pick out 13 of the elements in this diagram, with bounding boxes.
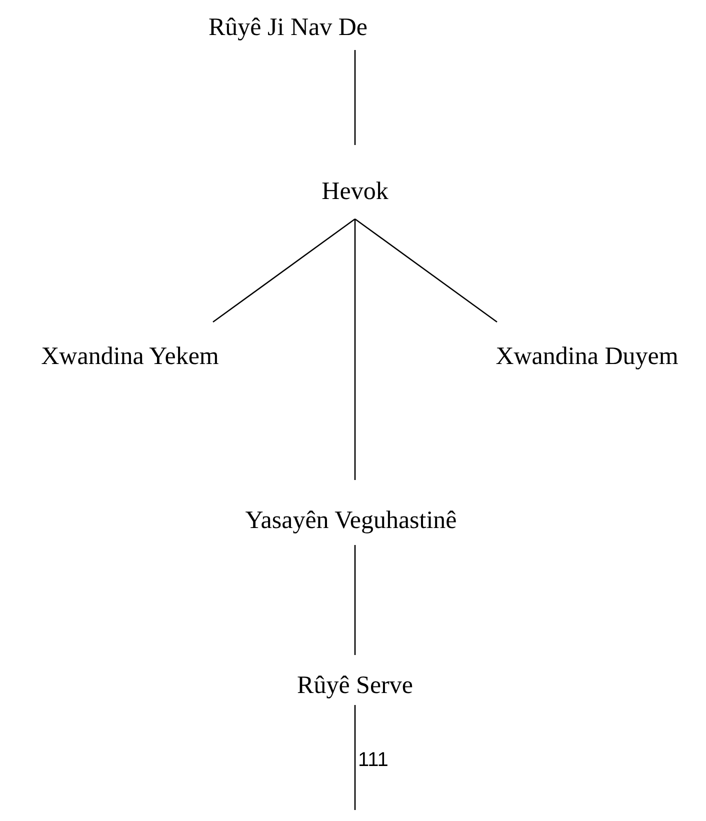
page-number: 111 [358, 749, 388, 771]
connector-line [354, 218, 498, 323]
connector-line [354, 219, 356, 480]
node-label: Rûyê Ji Nav De [208, 14, 368, 41]
connector-line [212, 218, 356, 323]
node-label: Hevok [322, 178, 388, 205]
connector-line [354, 545, 356, 655]
node-label: Xwandina Duyem [496, 343, 678, 370]
connector-line [354, 50, 356, 145]
node-label: Rûyê Serve [297, 672, 413, 699]
connector-line [354, 705, 356, 810]
node-label: Yasayên Veguhastinê [245, 507, 457, 534]
node-label: Xwandina Yekem [41, 343, 219, 370]
